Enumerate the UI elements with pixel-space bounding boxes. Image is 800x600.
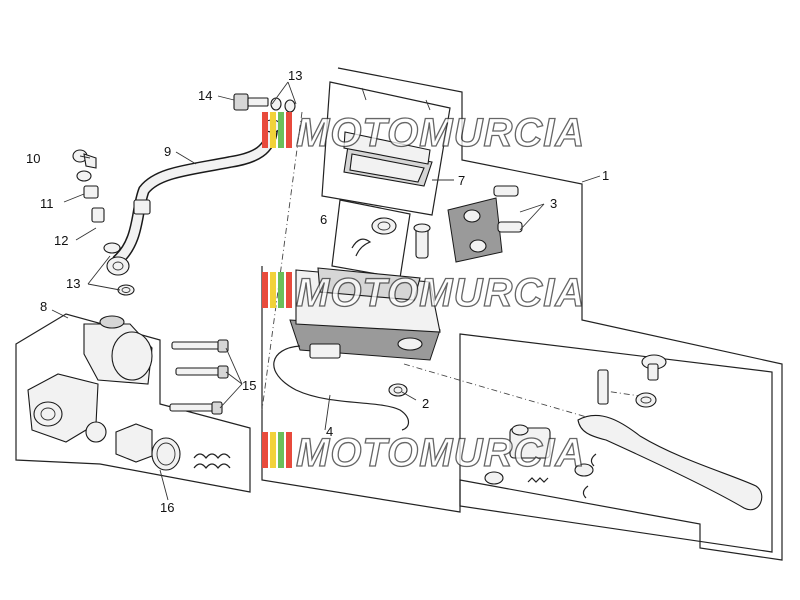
- master-cylinder-panel: [261, 67, 783, 561]
- watermark-stripe: [262, 112, 268, 148]
- watermark-stripe: [278, 432, 284, 468]
- callout-2: 2: [422, 396, 429, 411]
- watermark-stripe: [286, 112, 292, 148]
- watermark-stripe: [278, 112, 284, 148]
- callout-16: 16: [160, 500, 174, 515]
- callout-10: 10: [26, 151, 40, 166]
- fittings-left: [72, 149, 135, 296]
- banjo-bolt-top: [233, 93, 296, 113]
- watermark-stripe: [286, 272, 292, 308]
- watermark-stripe: [262, 272, 268, 308]
- watermark-top: MOTOMURCIA: [262, 110, 585, 156]
- callout-13-top: 13: [288, 68, 302, 83]
- watermark-stripe: [278, 272, 284, 308]
- pivot-bolt: [484, 424, 551, 485]
- leader-lines: [51, 81, 601, 501]
- switch-cable: [273, 343, 410, 431]
- callout-labels: 1 2 3 4 6 7 8 9 10 11 12 13 13 14 15 16: [26, 68, 609, 515]
- seal-ring: [351, 217, 397, 257]
- washer: [388, 383, 408, 397]
- lever-assembly: [574, 354, 763, 511]
- callout-6: 6: [320, 212, 327, 227]
- watermark-text: MOTOMURCIA: [296, 431, 585, 475]
- callout-12: 12: [54, 233, 68, 248]
- watermark-text: MOTOMURCIA: [296, 111, 585, 155]
- slave-cylinder-panel: [15, 313, 251, 493]
- watermark-bottom: MOTOMURCIA: [262, 430, 585, 476]
- callout-8: 8: [40, 299, 47, 314]
- callout-11: 11: [40, 196, 54, 211]
- callout-4: 4: [326, 424, 333, 439]
- callout-9: 9: [164, 144, 171, 159]
- clutch-hose: [106, 119, 282, 276]
- watermark-stripe: [286, 432, 292, 468]
- callout-15: 15: [242, 378, 256, 393]
- callout-7: 7: [458, 173, 465, 188]
- watermark-stripe: [262, 432, 268, 468]
- watermark-stripe: [270, 272, 276, 308]
- watermark-stripe: [270, 432, 276, 468]
- pump-body: [289, 223, 441, 361]
- clamp: [447, 185, 523, 263]
- watermark-stripe: [270, 112, 276, 148]
- callout-1: 1: [602, 168, 609, 183]
- callout-13-left: 13: [66, 276, 80, 291]
- callout-3: 3: [550, 196, 557, 211]
- watermark-text: MOTOMURCIA: [296, 271, 585, 315]
- reservoir-cap: [343, 87, 433, 187]
- watermark-middle: MOTOMURCIA: [262, 270, 585, 316]
- callout-14: 14: [198, 88, 212, 103]
